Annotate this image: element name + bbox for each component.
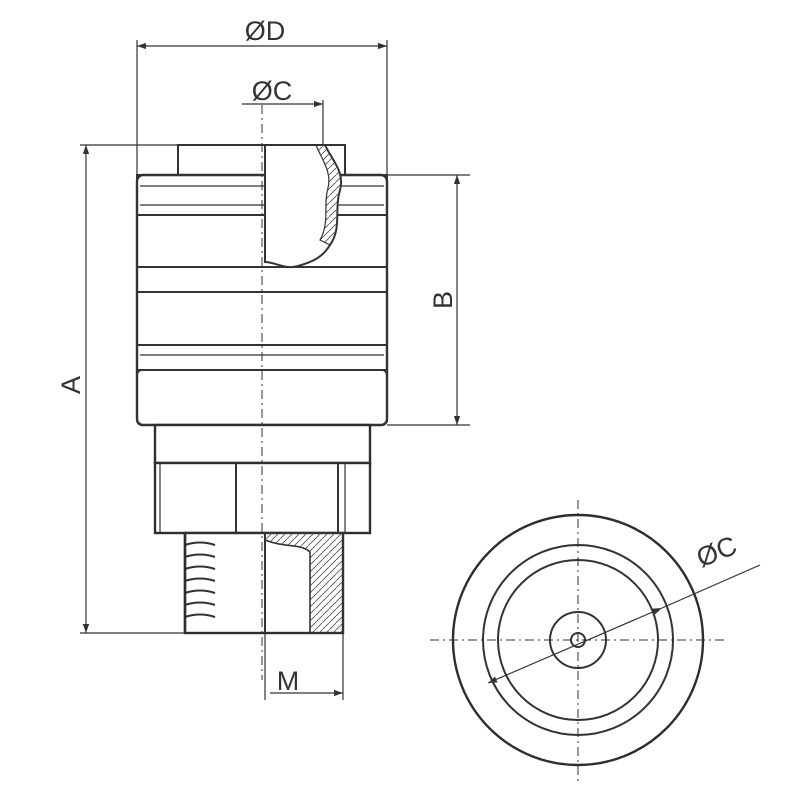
dim-label-b: B xyxy=(428,291,458,309)
male-thread xyxy=(183,531,345,635)
dim-label-a: A xyxy=(56,376,86,394)
dim-label-c-end: ØC xyxy=(692,530,741,573)
dim-label-m: M xyxy=(277,666,300,696)
dim-label-c-side: ØC xyxy=(252,76,293,106)
end-view: ØC xyxy=(430,500,761,785)
dim-label-d: ØD xyxy=(245,16,286,46)
side-view: ØD ØC A B M xyxy=(56,16,470,700)
